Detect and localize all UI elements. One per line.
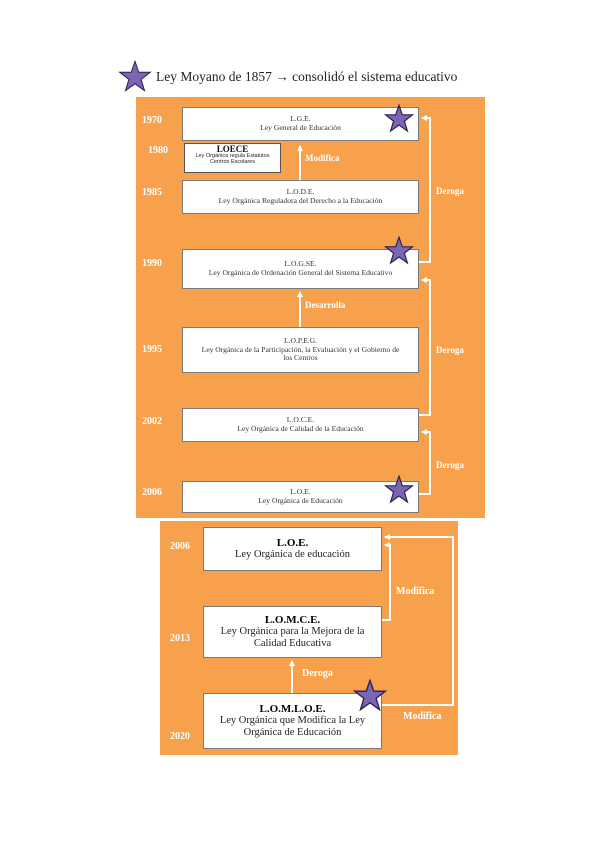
law-name: Ley Orgánica de educación — [235, 549, 350, 561]
relation-label-deroga: Deroga — [436, 186, 464, 196]
year-label: 1995 — [142, 344, 162, 355]
year-label: 2013 — [170, 633, 190, 644]
law-acronym: L.O.E. — [276, 536, 309, 549]
law-box-logse: L.O.G.SE. Ley Orgánica de Ordenación Gen… — [182, 249, 419, 289]
star-icon — [118, 60, 152, 92]
year-label: 2002 — [142, 416, 162, 427]
year-label: 2006 — [170, 541, 190, 552]
law-name: Ley Orgánica de Calidad de la Educación — [237, 424, 364, 433]
law-box-lge: L.G.E. Ley General de Educación — [182, 107, 419, 141]
law-box-loce: L.O.C.E. Ley Orgánica de Calidad de la E… — [182, 408, 419, 442]
arrow-modifica — [382, 542, 391, 621]
law-name: Ley Orgánica de Ordenación General del S… — [208, 268, 393, 277]
law-name: Ley Orgánica que Modifica la Ley Orgánic… — [219, 715, 366, 739]
law-acronym: L.O.M.L.O.E. — [259, 702, 326, 715]
law-box-loe-2006: L.O.E. Ley Orgánica de educación — [203, 527, 382, 571]
star-icon — [353, 679, 387, 712]
relation-label-deroga: Deroga — [302, 668, 333, 679]
law-box-lomloe: L.O.M.L.O.E. Ley Orgánica que Modifica l… — [203, 693, 382, 749]
relation-label-modifica: Modifica — [396, 586, 435, 597]
law-name: Ley Orgánica Reguladora del Derecho a la… — [218, 196, 383, 205]
law-box-loe: L.O.E. Ley Orgánica de Educación — [182, 481, 419, 513]
year-label: 2006 — [142, 487, 162, 498]
star-icon — [384, 236, 414, 265]
year-label: 2020 — [170, 731, 190, 742]
law-box-lode: L.O.D.E. Ley Orgánica Reguladora del Der… — [182, 180, 419, 214]
header-text: Ley Moyano de 1857 → consolidó el sistem… — [156, 69, 458, 84]
relation-label-modifica: Modifica — [305, 153, 340, 163]
year-label: 1990 — [142, 258, 162, 269]
arrow-deroga — [419, 429, 431, 495]
law-acronym: L.O.D.E. — [286, 187, 315, 197]
law-acronym: L.O.P.E.G. — [283, 335, 318, 345]
year-label: 1980 — [148, 145, 168, 156]
law-name: Ley Orgánica de la Participación, la Eva… — [201, 344, 400, 363]
law-acronym: LOECE — [216, 144, 249, 154]
year-label: 1985 — [142, 187, 162, 198]
arrow-deroga — [419, 277, 431, 416]
law-acronym: L.O.C.E. — [286, 415, 315, 425]
law-box-loece: LOECE Ley Orgánica regula Estatutos Cent… — [184, 143, 281, 173]
star-icon — [384, 104, 414, 133]
relation-label-deroga: Deroga — [436, 460, 464, 470]
law-name: Ley Orgánica regula Estatutos Centros Es… — [195, 153, 270, 166]
header: Ley Moyano de 1857 → consolidó el sistem… — [118, 60, 457, 94]
law-name: Ley Orgánica para la Mejora de la Calida… — [220, 626, 365, 650]
law-name: Ley Orgánica de Educación — [258, 496, 343, 505]
law-acronym: L.O.G.SE. — [284, 259, 317, 269]
law-acronym: L.O.E. — [290, 487, 311, 497]
star-icon — [384, 475, 414, 504]
year-label: 1970 — [142, 115, 162, 126]
relation-label-modifica: Modifica — [403, 711, 442, 722]
law-box-lopeg: L.O.P.E.G. Ley Orgánica de la Participac… — [182, 327, 419, 373]
relation-label-deroga: Deroga — [436, 345, 464, 355]
arrow-modifica — [382, 534, 454, 706]
law-acronym: L.G.E. — [290, 114, 311, 124]
law-name: Ley General de Educación — [260, 123, 341, 132]
law-box-lomce: L.O.M.C.E. Ley Orgánica para la Mejora d… — [203, 606, 382, 658]
arrow-deroga — [419, 115, 431, 263]
law-acronym: L.O.M.C.E. — [264, 613, 321, 626]
relation-label-desarrolla: Desarrolla — [305, 300, 346, 310]
